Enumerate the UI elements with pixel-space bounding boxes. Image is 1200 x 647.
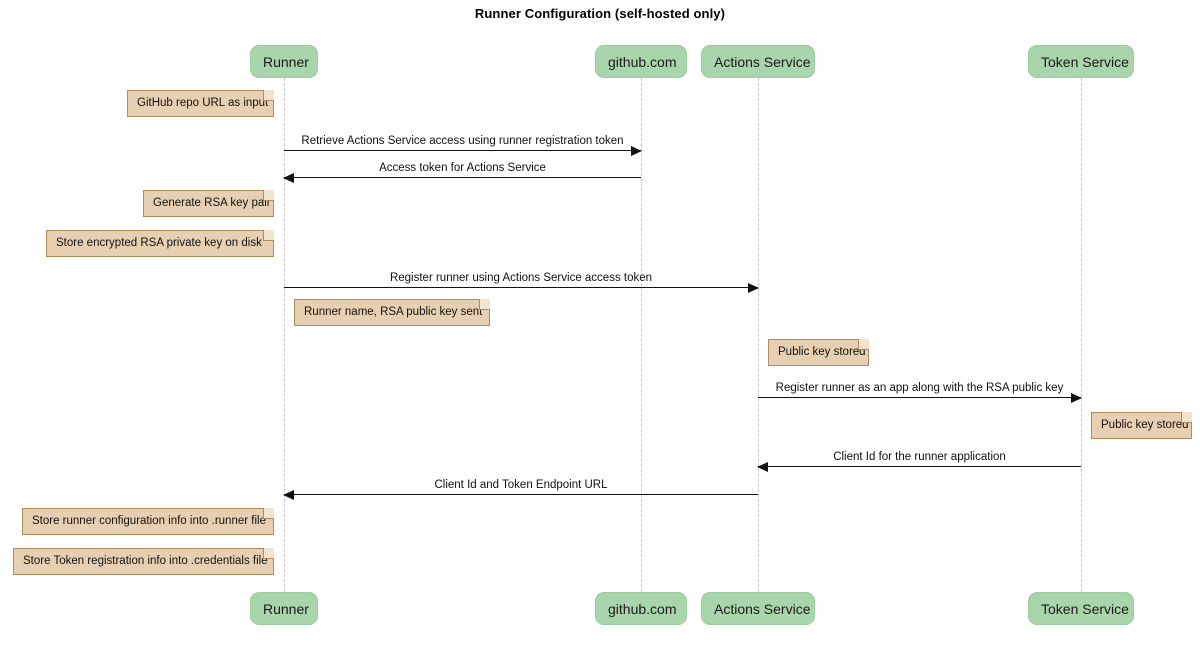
note-store-creds: Store Token registration info into .cred… <box>13 548 274 575</box>
note-runner-name-text: Runner name, RSA public key sent <box>304 305 483 318</box>
note-repo-url-text: GitHub repo URL as input <box>137 96 269 109</box>
lifeline-runner <box>284 78 285 592</box>
arrowhead-left-icon <box>283 490 294 500</box>
note-fold-corner-icon <box>263 230 274 241</box>
note-runner-name: Runner name, RSA public key sent <box>294 299 490 326</box>
note-store-rsa: Store encrypted RSA private key on disk <box>46 230 274 257</box>
msg-client-id-url: Client Id and Token Endpoint URL <box>283 479 758 500</box>
participant-token-bottom[interactable]: Token Service <box>1028 592 1134 625</box>
msg-register-app: Register runner as an app along with the… <box>758 382 1082 403</box>
note-repo-url: GitHub repo URL as input <box>127 90 274 117</box>
diagram-title: Runner Configuration (self-hosted only) <box>474 6 726 21</box>
note-fold-corner-icon <box>263 548 274 559</box>
note-fold-corner-icon <box>479 299 490 310</box>
msg-retrieve-access: Retrieve Actions Service access using ru… <box>284 135 642 156</box>
note-pubkey-actions-text: Public key stored <box>778 345 866 358</box>
note-pubkey-token: Public key stored <box>1091 412 1192 439</box>
participant-actions-bottom[interactable]: Actions Service <box>701 592 815 625</box>
arrowhead-right-icon <box>631 146 642 156</box>
participant-runner-bottom[interactable]: Runner <box>250 592 318 625</box>
msg-client-id-label: Client Id for the runner application <box>833 450 1006 463</box>
arrowhead-left-icon <box>757 462 768 472</box>
msg-access-token: Access token for Actions Service <box>283 162 641 183</box>
note-fold-corner-icon <box>263 508 274 519</box>
lifeline-github <box>641 78 642 592</box>
msg-access-token-label: Access token for Actions Service <box>379 161 546 174</box>
note-store-creds-text: Store Token registration info into .cred… <box>23 554 268 567</box>
note-store-rsa-text: Store encrypted RSA private key on disk <box>56 236 262 249</box>
note-generate-rsa-text: Generate RSA key pair <box>153 196 271 209</box>
note-fold-corner-icon <box>263 90 274 101</box>
note-pubkey-actions: Public key stored <box>768 339 869 366</box>
msg-client-id: Client Id for the runner application <box>757 451 1081 472</box>
note-store-config-text: Store runner configuration info into .ru… <box>32 514 266 527</box>
arrowhead-left-icon <box>283 173 294 183</box>
note-pubkey-token-text: Public key stored <box>1101 418 1189 431</box>
note-fold-corner-icon <box>1181 412 1192 423</box>
msg-register-runner: Register runner using Actions Service ac… <box>284 272 759 293</box>
arrowhead-right-icon <box>1071 393 1082 403</box>
note-generate-rsa: Generate RSA key pair <box>143 190 274 217</box>
participant-token-top[interactable]: Token Service <box>1028 45 1134 78</box>
lifeline-token <box>1081 78 1082 592</box>
msg-register-runner-label: Register runner using Actions Service ac… <box>389 271 653 284</box>
participant-github-top[interactable]: github.com <box>595 45 687 78</box>
participant-runner-top[interactable]: Runner <box>250 45 318 78</box>
msg-register-app-label: Register runner as an app along with the… <box>775 381 1064 394</box>
lifeline-actions <box>758 78 759 592</box>
msg-retrieve-access-label: Retrieve Actions Service access using ru… <box>301 134 624 147</box>
note-fold-corner-icon <box>263 190 274 201</box>
msg-client-id-url-label: Client Id and Token Endpoint URL <box>434 478 608 491</box>
participant-actions-top[interactable]: Actions Service <box>701 45 815 78</box>
note-fold-corner-icon <box>858 339 869 350</box>
note-store-config: Store runner configuration info into .ru… <box>22 508 274 535</box>
arrowhead-right-icon <box>748 283 759 293</box>
participant-github-bottom[interactable]: github.com <box>595 592 687 625</box>
